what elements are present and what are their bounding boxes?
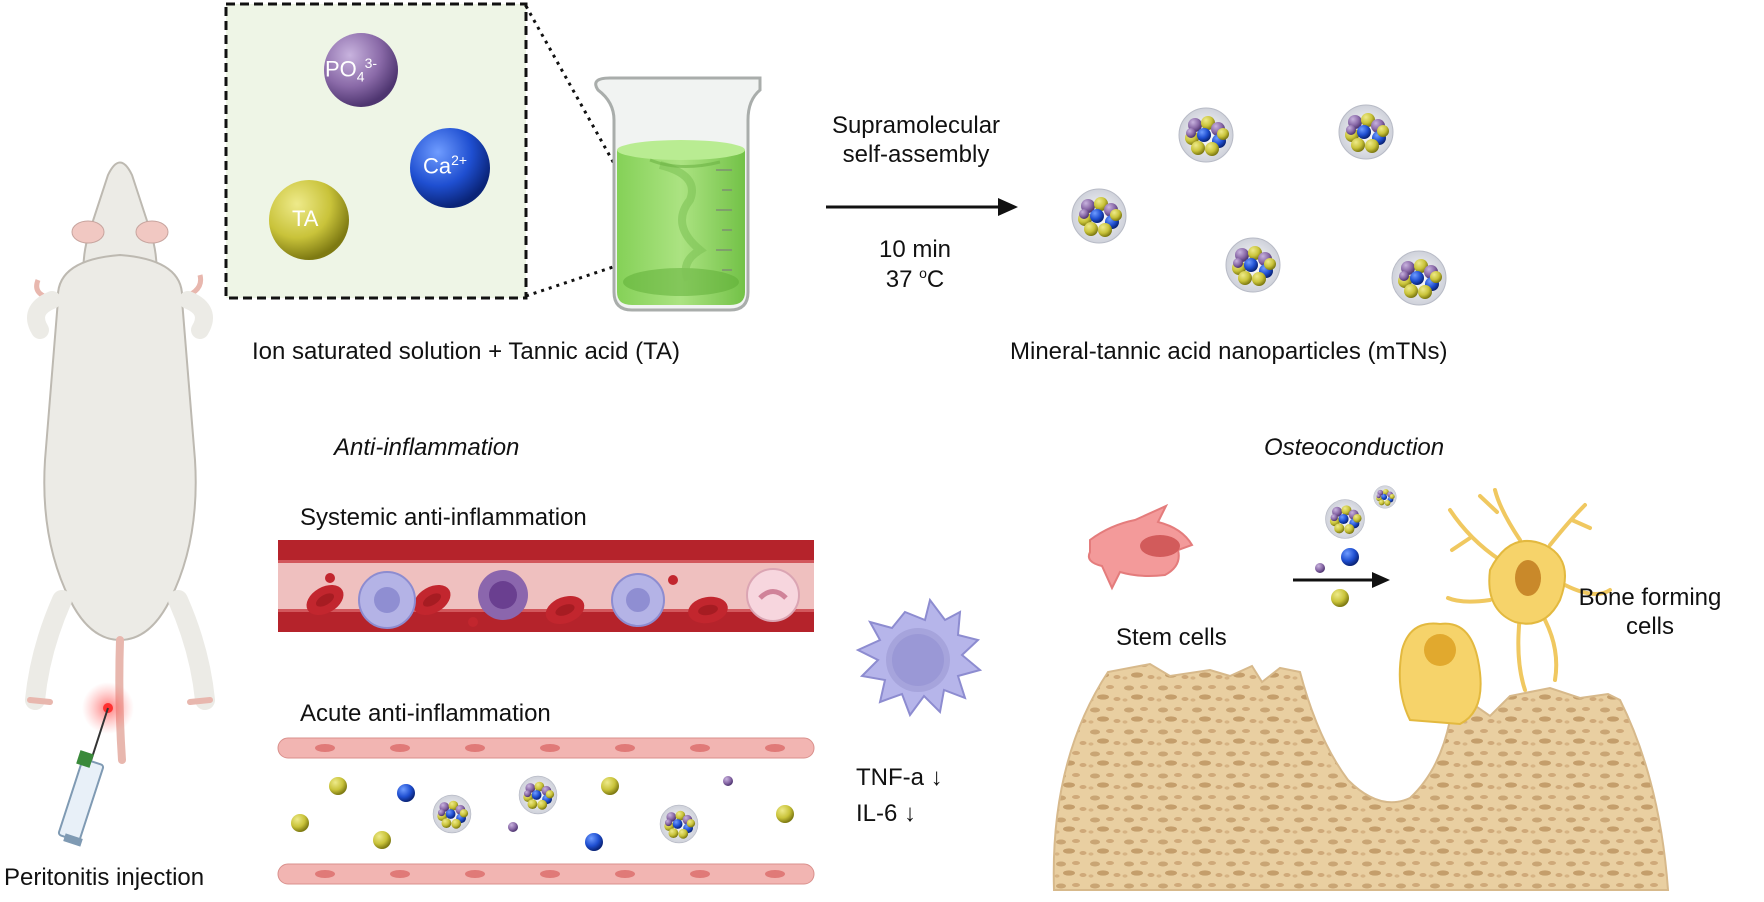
nanoparticle-icon — [1338, 104, 1394, 160]
calcium-particle — [1341, 548, 1359, 566]
phosphate-particle — [723, 776, 733, 786]
endothelium-top — [277, 737, 815, 759]
blood-vessel — [278, 540, 814, 632]
ta-particle — [1331, 589, 1349, 607]
tannic-acid-molecule — [269, 180, 349, 260]
nanoparticle-icon — [1178, 107, 1234, 163]
process-label: Supramolecular self-assembly — [831, 112, 1001, 168]
cytokine-tnf: TNF-a ↓ — [856, 764, 943, 791]
mouse-icon — [25, 161, 215, 847]
macrophage-icon — [855, 597, 983, 718]
process-conditions: 10 min 37 oC — [878, 236, 952, 293]
phosphate-particle — [508, 822, 518, 832]
nanoparticle-icon — [518, 775, 558, 815]
solution-caption: Ion saturated solution + Tannic acid (TA… — [252, 338, 681, 365]
nanoparticle-icon — [1225, 237, 1281, 293]
stem-cells-label: Stem cells — [1116, 624, 1227, 651]
calcium-particle — [585, 833, 603, 851]
cytokine-il6: IL-6 ↓ — [856, 800, 917, 827]
calcium-ion — [410, 128, 490, 208]
phosphate-label: PO43- — [325, 55, 378, 85]
acute-label: Acute anti-inflammation — [300, 700, 551, 727]
ta-particle — [329, 777, 347, 795]
nanoparticle-icon — [1071, 188, 1127, 244]
ta-particle — [291, 814, 309, 832]
mouse-caption: Peritonitis injection — [4, 864, 205, 891]
product-caption: Mineral-tannic acid nanoparticles (mTNs) — [1010, 338, 1448, 365]
osteocyte-nucleus — [1515, 560, 1541, 596]
systemic-label: Systemic anti-inflammation — [300, 504, 587, 531]
process-arrow-head — [998, 198, 1018, 216]
bone-forming-label: Bone forming cells — [1578, 584, 1722, 640]
nanoparticle-icon — [1373, 485, 1397, 509]
calcium-particle — [397, 784, 415, 802]
nanoparticle-icon — [432, 794, 472, 834]
ta-particle — [601, 777, 619, 795]
bone-surface — [1052, 662, 1670, 891]
ta-particle — [373, 831, 391, 849]
stem-cell-icon — [1087, 503, 1194, 591]
osteoblast-icon — [1398, 622, 1482, 726]
calcium-label: Ca2+ — [423, 152, 468, 179]
anti-inflammation-heading: Anti-inflammation — [334, 434, 520, 461]
endothelium-bottom — [277, 863, 815, 885]
ta-particle — [776, 805, 794, 823]
nanoparticle-icon — [1325, 499, 1365, 539]
phosphate-particle — [1315, 563, 1325, 573]
osteoconduction-heading: Osteoconduction — [1264, 434, 1445, 461]
nanoparticle-icon — [1391, 250, 1447, 306]
osteo-arrow-head — [1372, 572, 1390, 588]
phosphate-ion — [324, 33, 398, 107]
beaker-icon — [594, 76, 762, 312]
tannic-label: TA — [292, 206, 319, 231]
nanoparticle-icon — [659, 804, 699, 844]
